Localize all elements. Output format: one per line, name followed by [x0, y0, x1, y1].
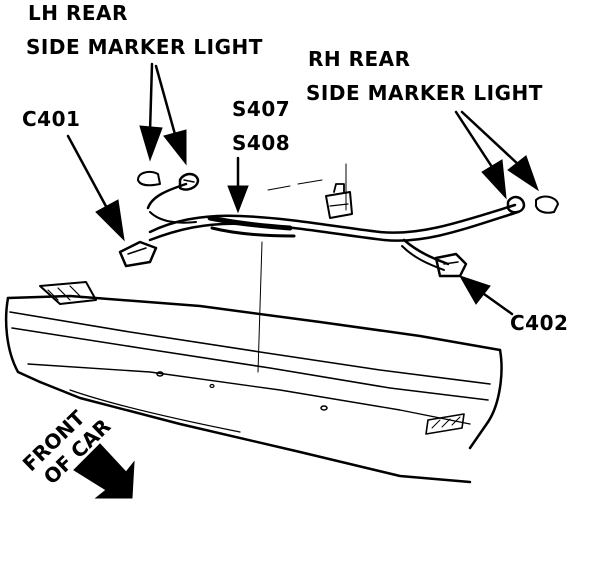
harness-clip — [325, 183, 353, 219]
c401-arrow — [66, 134, 125, 242]
lh-side-marker-lamp — [137, 171, 200, 191]
rh-rear-label-line1: RH REAR — [308, 47, 411, 71]
c402-arrow — [458, 275, 514, 316]
c402-connector — [434, 252, 468, 278]
rh-side-marker-lamp — [506, 195, 559, 214]
rh-marker-arrow-right — [460, 110, 539, 192]
c401-label: C401 — [22, 107, 81, 131]
splice-arrow — [227, 156, 249, 214]
rh-rear-label-line2: SIDE MARKER LIGHT — [306, 81, 543, 105]
c401-connector — [118, 240, 158, 268]
lh-marker-arrow-left — [139, 62, 163, 162]
rh-marker-arrow-left — [454, 110, 507, 200]
rear-bumper — [4, 281, 503, 484]
lh-rear-label-line1: LH REAR — [28, 1, 128, 25]
front-of-car-arrow — [73, 443, 135, 499]
wiring-harness — [146, 163, 520, 373]
lh-marker-arrow-right — [154, 64, 187, 166]
s408-label: S408 — [232, 131, 291, 155]
s407-label: S407 — [232, 97, 291, 121]
c402-label: C402 — [510, 311, 569, 335]
lh-rear-label-line2: SIDE MARKER LIGHT — [26, 35, 263, 59]
